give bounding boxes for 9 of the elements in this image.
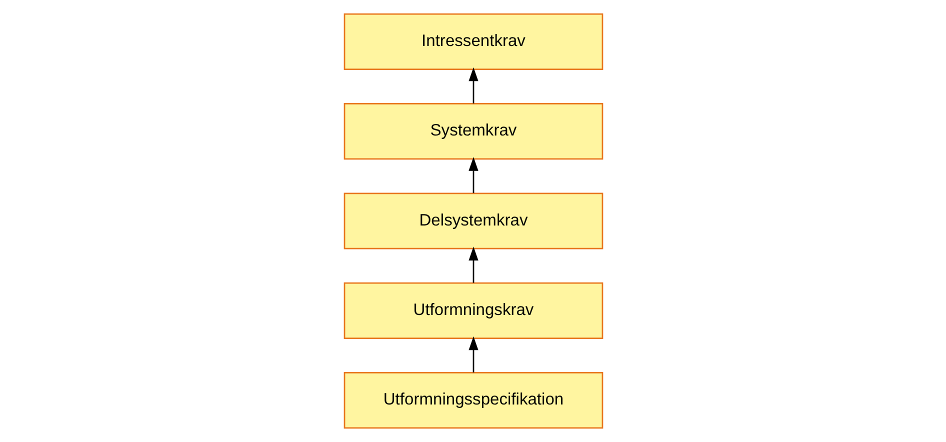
arrow <box>468 246 478 283</box>
node-box: Systemkrav <box>343 103 603 160</box>
node-box: Utformningsspecifikation <box>343 372 603 429</box>
node-box: Utformningskrav <box>343 282 603 339</box>
arrow <box>468 157 478 194</box>
node-box: Intressentkrav <box>343 13 603 70</box>
arrow <box>468 336 478 372</box>
arrow <box>468 67 478 104</box>
node-box: Delsystemkrav <box>343 192 603 250</box>
